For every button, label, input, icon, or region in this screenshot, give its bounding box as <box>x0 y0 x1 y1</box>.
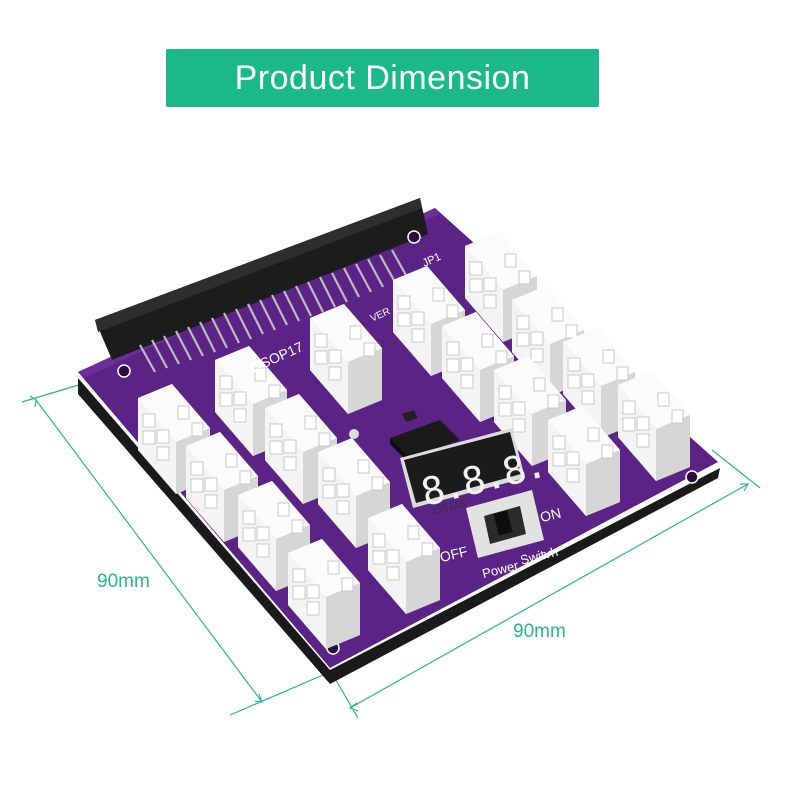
edge-connector <box>95 198 428 373</box>
dimension-left-label: 90mm <box>97 571 150 592</box>
board-edge <box>78 378 720 684</box>
on-label: ON <box>538 505 562 526</box>
dimension-bottom-label: 90mm <box>513 621 566 642</box>
product-dimension-banner: Product Dimension <box>166 49 599 107</box>
power-switch[interactable] <box>466 490 544 558</box>
off-label: OFF <box>438 543 469 565</box>
